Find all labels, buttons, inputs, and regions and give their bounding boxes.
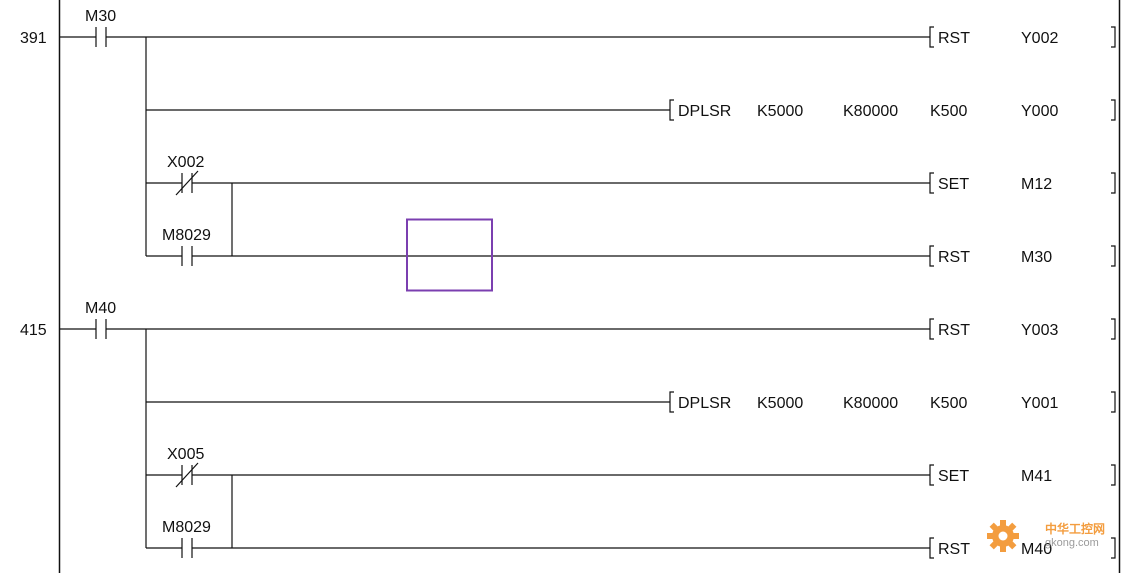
bracket-open-icon: [929, 464, 934, 486]
rung-391[interactable]: 391 M30 RST Y002 DPLSR K5000 K80000 K500…: [20, 8, 1116, 267]
bracket-close-icon: [1111, 537, 1116, 559]
instruction-operand: K5000: [757, 395, 803, 412]
contact-label: M8029: [162, 227, 211, 244]
instruction-operand: M30: [1021, 249, 1052, 266]
bracket-open-icon: [929, 537, 934, 559]
contact-nc-icon: [175, 170, 199, 196]
instruction-op: RST: [938, 249, 970, 266]
instruction-set-m41[interactable]: SET M41: [929, 464, 1116, 486]
watermark-text-cn: 中华工控网: [1045, 521, 1105, 536]
contact-label: M30: [85, 8, 116, 25]
contact-m8029[interactable]: M8029: [162, 519, 211, 558]
instruction-rst-m40[interactable]: RST M40: [929, 537, 1116, 559]
instruction-operand: M41: [1021, 468, 1052, 485]
instruction-rst-y002[interactable]: RST Y002: [929, 26, 1116, 48]
contact-m8029[interactable]: M8029: [162, 227, 211, 266]
edit-cursor[interactable]: [406, 218, 493, 292]
instruction-dplsr-y001[interactable]: DPLSR K5000 K80000 K500 Y001: [669, 391, 1116, 413]
instruction-operand: M40: [1021, 541, 1052, 558]
instruction-operand: K80000: [843, 395, 898, 412]
contact-x005[interactable]: X005: [167, 446, 204, 488]
step-number: 415: [20, 322, 47, 339]
bracket-close-icon: [1111, 99, 1116, 121]
bracket-open-icon: [669, 99, 674, 121]
instruction-op: DPLSR: [678, 395, 731, 412]
bracket-open-icon: [929, 318, 934, 340]
instruction-op: RST: [938, 541, 970, 558]
instruction-op: RST: [938, 322, 970, 339]
instruction-operand: Y001: [1021, 395, 1058, 412]
instruction-operand: Y003: [1021, 322, 1058, 339]
instruction-dplsr-y000[interactable]: DPLSR K5000 K80000 K500 Y000: [669, 99, 1116, 121]
contact-nc-icon: [175, 462, 199, 488]
instruction-op: SET: [938, 176, 969, 193]
instruction-operand: K5000: [757, 103, 803, 120]
gear-icon: [987, 520, 1019, 552]
watermark-logo: 中华工控网 gkong.com: [987, 520, 1105, 552]
rung-415[interactable]: 415 M40 RST Y003 DPLSR K5000 K80000 K500…: [20, 300, 1116, 559]
bracket-close-icon: [1111, 318, 1116, 340]
contact-label: M8029: [162, 519, 211, 536]
bracket-open-icon: [929, 245, 934, 267]
contact-m30[interactable]: M30: [60, 8, 116, 47]
contact-label: X002: [167, 154, 204, 171]
step-number: 391: [20, 30, 47, 47]
instruction-operand: K500: [930, 395, 967, 412]
watermark-text-url: gkong.com: [1045, 537, 1099, 549]
bracket-open-icon: [929, 26, 934, 48]
bracket-close-icon: [1111, 245, 1116, 267]
bracket-close-icon: [1111, 26, 1116, 48]
instruction-op: DPLSR: [678, 103, 731, 120]
instruction-set-m12[interactable]: SET M12: [929, 172, 1116, 194]
contact-x002[interactable]: X002: [167, 154, 204, 196]
instruction-operand: K80000: [843, 103, 898, 120]
instruction-operand: K500: [930, 103, 967, 120]
bracket-close-icon: [1111, 172, 1116, 194]
bracket-open-icon: [929, 172, 934, 194]
instruction-operand: Y002: [1021, 30, 1058, 47]
instruction-op: RST: [938, 30, 970, 47]
bracket-close-icon: [1111, 464, 1116, 486]
contact-m40[interactable]: M40: [60, 300, 116, 339]
contact-label: M40: [85, 300, 116, 317]
contact-label: X005: [167, 446, 204, 463]
instruction-operand: Y000: [1021, 103, 1058, 120]
instruction-rst-m30[interactable]: RST M30: [929, 245, 1116, 267]
bracket-open-icon: [669, 391, 674, 413]
instruction-rst-y003[interactable]: RST Y003: [929, 318, 1116, 340]
instruction-op: SET: [938, 468, 969, 485]
instruction-operand: M12: [1021, 176, 1052, 193]
bracket-close-icon: [1111, 391, 1116, 413]
